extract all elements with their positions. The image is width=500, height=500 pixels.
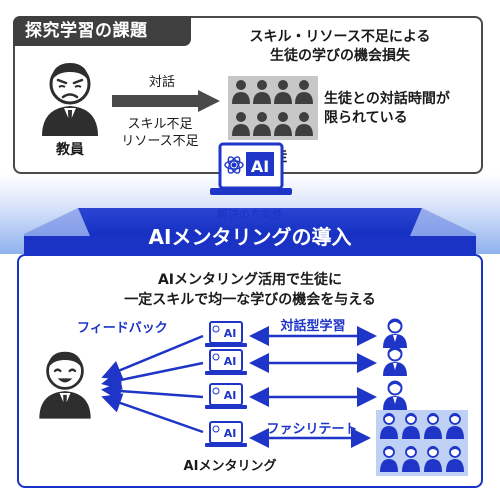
students-group-icon xyxy=(228,76,318,140)
ai-laptop-small-icon: AI xyxy=(205,349,247,375)
teacher-worried-icon xyxy=(42,63,98,136)
student-icon xyxy=(383,380,407,410)
limited-time-line-2: 限られている xyxy=(324,110,408,126)
facilitate-label: ファシリテート xyxy=(266,422,358,437)
solution-description-line-2: 一定スキルで均一な学びの機会を与える xyxy=(124,292,376,308)
dialogue-arrow-label: 対話 xyxy=(148,75,175,90)
ai-mentoring-label: AIメンタリング xyxy=(183,459,277,474)
dialogue-learning-label: 対話型学習 xyxy=(280,319,346,334)
laptop-ai-text: AI xyxy=(224,389,237,402)
limited-time-line-1: 生徒との対話時間が xyxy=(324,91,450,107)
headline-line-1: スキル・リソース不足による xyxy=(249,29,431,45)
solution-description-line-1: AIメンタリング活用で生徒に xyxy=(157,272,343,288)
headline-line-2: 生徒の学びの機会損失 xyxy=(270,48,410,64)
solution-title: AIメンタリングの導入 xyxy=(148,225,352,249)
challenge-tag: 探究学習の課題 xyxy=(13,16,191,46)
student-icon xyxy=(383,346,407,376)
resource-shortage-label: リソース不足 xyxy=(121,134,199,149)
laptop-ai-text: AI xyxy=(224,327,237,340)
ai-laptop-small-icon: AI xyxy=(205,383,247,409)
laptop-ai-text: AI xyxy=(224,355,237,368)
right-arrow-icon xyxy=(112,90,220,112)
teacher-label: 教員 xyxy=(56,142,84,158)
teacher-smiling-icon xyxy=(39,351,91,419)
laptop-ai-text: AI xyxy=(224,427,237,440)
feedback-label: フィードバック xyxy=(77,321,168,336)
ai-laptop-small-icon: AI xyxy=(205,321,247,347)
student-icon xyxy=(383,318,407,348)
students-group-blue-icon xyxy=(376,410,468,476)
solution-subtitle: 解決の方向性 xyxy=(217,208,283,221)
ai-logo-text: AI xyxy=(250,157,270,176)
ai-laptop-icon xyxy=(210,142,292,195)
ai-laptop-small-icon: AI xyxy=(205,421,247,447)
skill-shortage-label: スキル不足 xyxy=(127,117,193,132)
